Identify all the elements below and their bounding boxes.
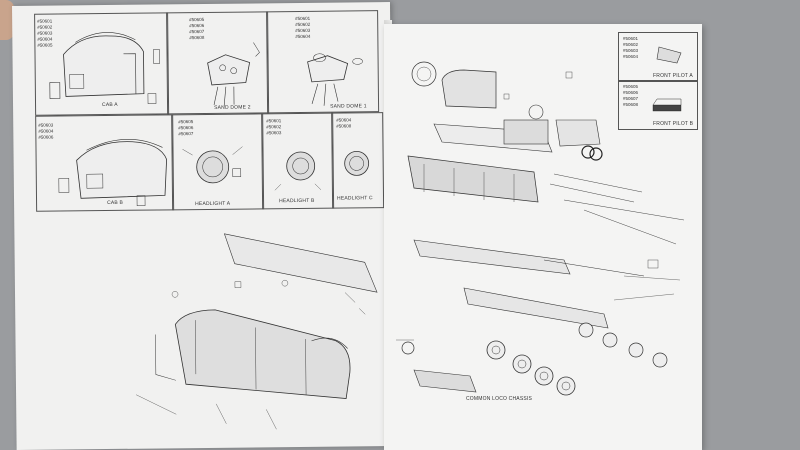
panel-label: FRONT PILOT A	[653, 73, 693, 79]
panel-sand-dome-1: #50601 #50602 #50603 #50604 SAND DOME 1	[266, 10, 380, 114]
panel-label: CAB A	[102, 101, 118, 109]
cab-a-drawing	[49, 32, 160, 104]
headlight-c-drawing	[344, 150, 370, 176]
part-number: #50606	[623, 90, 639, 95]
panel-headlight-c: #50604 #50608 HEADLIGHT C	[331, 112, 385, 209]
chassis-label: COMMON LOCO CHASSIS	[466, 396, 533, 402]
panel-front-pilot-b: #50605 #50606 #50607 #50608 FRONT PILOT …	[618, 80, 698, 130]
panel-label: HEADLIGHT A	[195, 200, 231, 208]
panel-headlight-a: #50605 #50606 #50607 HEADLIGHT A	[171, 113, 265, 211]
panel-cab-b: #50603 #50604 #50606 CAB B	[35, 114, 175, 212]
panel-label: CAB B	[107, 199, 124, 207]
sand-dome-1-drawing	[307, 53, 363, 106]
front-pilot-b-drawing	[652, 98, 682, 112]
part-number: #50601	[623, 36, 639, 41]
panel-label: SAND DOME 1	[330, 103, 367, 110]
panel-cab-a: #50601 #50602 #50603 #50604 #50605 CAB A	[34, 12, 170, 116]
part-number: #50602	[623, 42, 639, 47]
part-number: #50604	[623, 54, 639, 59]
boiler-exploded-drawing	[135, 233, 378, 430]
part-number: #50607	[623, 96, 639, 101]
right-instruction-sheet: #50601 #50602 #50603 #50604 FRONT PILOT …	[384, 24, 702, 450]
panel-front-pilot-a: #50601 #50602 #50603 #50604 FRONT PILOT …	[618, 32, 698, 82]
part-number: #50605	[623, 84, 639, 89]
headlight-a-drawing	[182, 146, 243, 184]
left-instruction-sheet: #50601 #50602 #50603 #50604 #50605 CAB A…	[12, 2, 395, 450]
panel-label: SAND DOME 2	[214, 104, 251, 111]
panel-label: FRONT PILOT B	[653, 121, 694, 127]
loco-chassis-exploded-drawing	[396, 61, 685, 396]
part-number: #50603	[623, 48, 639, 53]
headlight-b-drawing	[274, 151, 322, 191]
sand-dome-2-drawing	[207, 42, 260, 107]
panel-label: HEADLIGHT B	[279, 197, 315, 205]
panel-sand-dome-2: #50605 #50606 #50607 #50608 SAND DOME 2	[166, 11, 270, 115]
hand-thumb	[0, 0, 14, 40]
front-pilot-a-drawing	[656, 46, 682, 64]
cab-b-drawing	[58, 139, 168, 206]
panel-label: HEADLIGHT C	[337, 195, 373, 202]
panel-headlight-b: #50601 #50602 #50603 HEADLIGHT B	[261, 112, 335, 210]
part-number: #50608	[623, 102, 639, 107]
